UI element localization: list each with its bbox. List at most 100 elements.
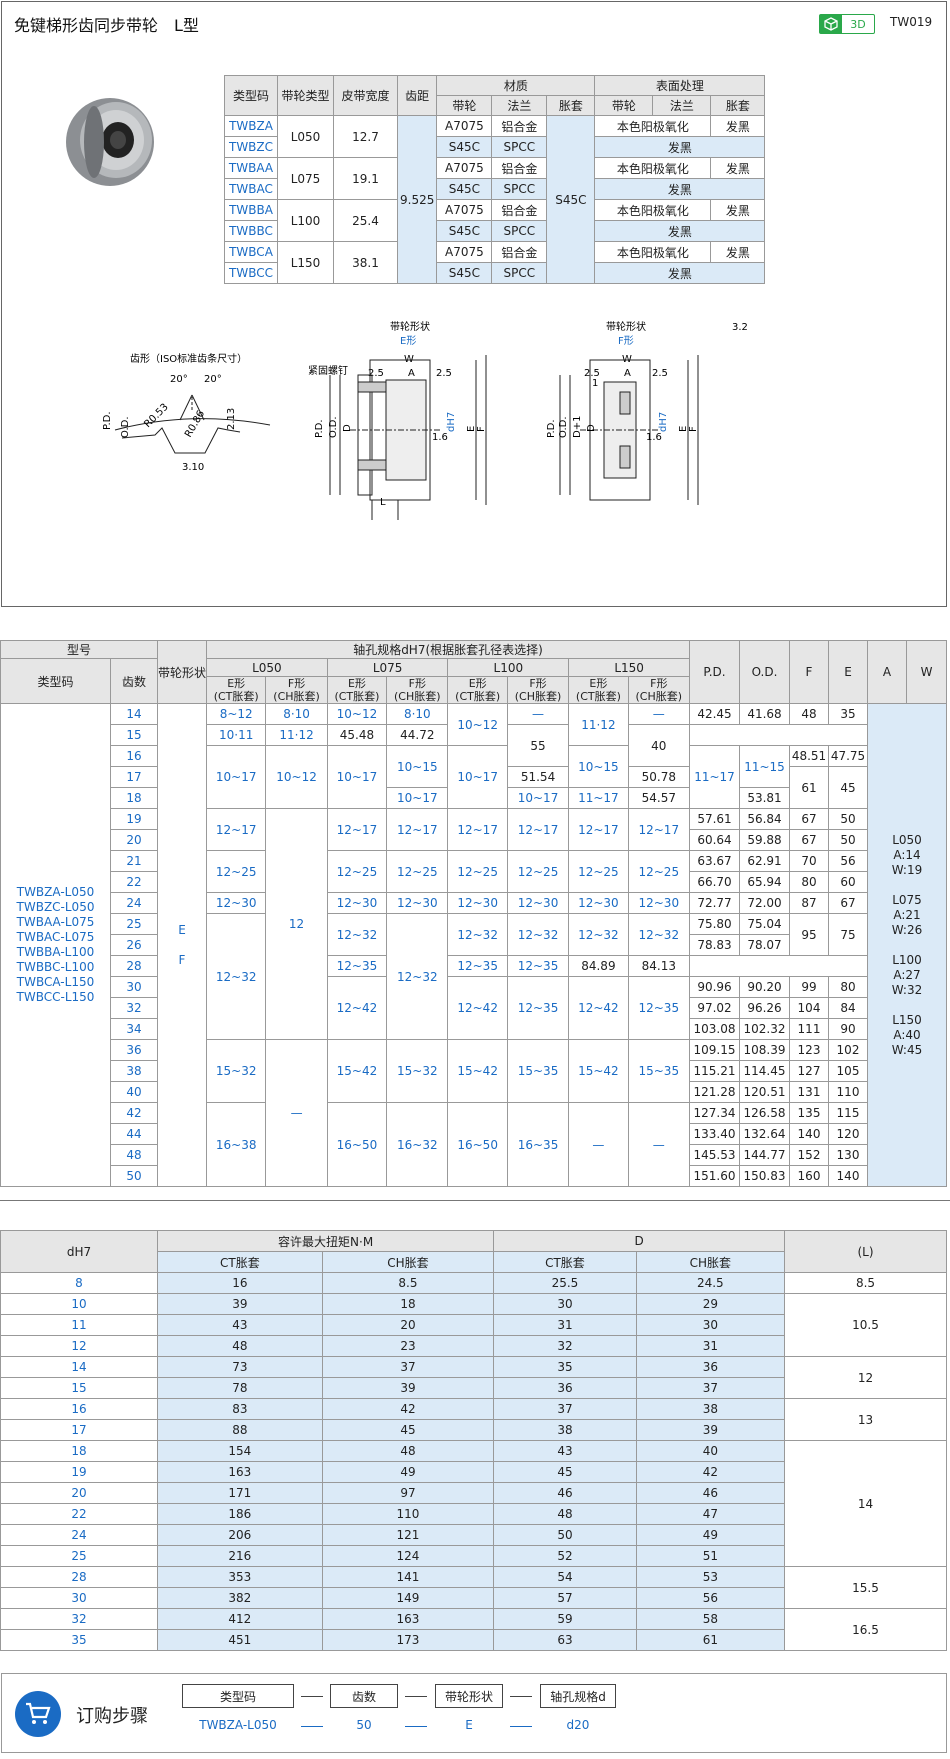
bore-d[interactable]: 12 [0, 1335, 158, 1357]
type-code[interactable]: TWBCC [224, 262, 278, 284]
torque-ch: 18 [321, 1293, 495, 1315]
bore-range: 16~50 [447, 1102, 508, 1187]
type-code[interactable]: TWBZA [224, 115, 278, 137]
type-code[interactable]: TWBCA [224, 241, 278, 263]
pd-value: 115.21 [689, 1060, 740, 1082]
e-subtitle: E形 [400, 335, 416, 347]
bore-d[interactable]: 18 [0, 1440, 158, 1462]
3d-badge[interactable]: 3D [819, 14, 875, 34]
bore-range: 12~17 [568, 808, 629, 851]
bore-d[interactable]: 30 [0, 1587, 158, 1609]
d-ch: 31 [635, 1335, 786, 1357]
t3-h-d: dH7 [0, 1230, 158, 1273]
bore-d[interactable]: 32 [0, 1608, 158, 1630]
bore-range: 12~42 [326, 976, 388, 1040]
value-bore: d20 [566, 1718, 590, 1732]
teeth-count[interactable]: 14 [110, 703, 158, 725]
teeth-count[interactable]: 26 [110, 934, 158, 956]
teeth-count[interactable]: 44 [110, 1123, 158, 1145]
bore-range: 12~42 [568, 976, 629, 1040]
type-code[interactable]: TWBBC [224, 220, 278, 242]
teeth-count[interactable]: 50 [110, 1165, 158, 1187]
f-value: 99 [789, 976, 829, 998]
h-g0: L050 [206, 658, 328, 677]
l-value: 12 [784, 1356, 947, 1399]
type-code[interactable]: TWBBA [224, 199, 278, 221]
teeth-count[interactable]: 40 [110, 1081, 158, 1103]
teeth-count[interactable]: 17 [110, 766, 158, 788]
teeth-count[interactable]: 24 [110, 892, 158, 914]
d-ch: 46 [635, 1482, 786, 1504]
torque-ct: 88 [157, 1419, 323, 1441]
dim-25a: 2.5 [368, 368, 384, 379]
mat-flange: SPCC [491, 178, 548, 200]
dim-d1-f: D+1 [572, 416, 583, 438]
f-value: 111 [789, 1018, 829, 1040]
bore-d[interactable]: 17 [0, 1419, 158, 1441]
dim-l: L [380, 497, 386, 508]
f-value: 140 [789, 1123, 829, 1145]
teeth-count[interactable]: 32 [110, 997, 158, 1019]
teeth-count[interactable]: 21 [110, 850, 158, 872]
bore-d[interactable]: 24 [0, 1524, 158, 1546]
bore-d[interactable]: 28 [0, 1566, 158, 1588]
mat-pulley: S45C [436, 262, 493, 284]
teeth-count[interactable]: 28 [110, 955, 158, 977]
dash [405, 1726, 427, 1727]
bore-d[interactable]: 14 [0, 1356, 158, 1378]
bore-d[interactable]: 25 [0, 1545, 158, 1567]
spec-table: 类型码 带轮类型 皮带宽度 齿距 材质 表面处理 带轮 法兰 胀套 带轮 法兰 … [224, 75, 766, 284]
bore-d[interactable]: 16 [0, 1398, 158, 1420]
d-ch: 39 [635, 1419, 786, 1441]
teeth-count[interactable]: 42 [110, 1102, 158, 1124]
type-code[interactable]: TWBAA [224, 157, 278, 179]
surf-pulley: 本色阳极氧化 [594, 115, 712, 137]
bore-d[interactable]: 35 [0, 1629, 158, 1651]
teeth-count[interactable]: 20 [110, 829, 158, 851]
d-ct: 57 [493, 1587, 637, 1609]
bore-d[interactable]: 15 [0, 1377, 158, 1399]
bore-d[interactable]: 11 [0, 1314, 158, 1336]
od-value: 75.04 [739, 913, 790, 935]
d-ch: 47 [635, 1503, 786, 1525]
e-value: 102 [828, 1039, 868, 1061]
teeth-count[interactable]: 48 [110, 1144, 158, 1166]
bore-d[interactable]: 8 [0, 1272, 158, 1294]
torque-ct: 216 [157, 1545, 323, 1567]
teeth-count[interactable]: 22 [110, 871, 158, 893]
torque-ct: 382 [157, 1587, 323, 1609]
dim-pd-e: P.D. [314, 419, 325, 438]
bore-range: 12~35 [447, 955, 508, 977]
type-code[interactable]: TWBZC [224, 136, 278, 158]
teeth-count[interactable]: 15 [110, 724, 158, 746]
od-value: 41.68 [739, 703, 790, 725]
d-ct: 35 [493, 1356, 637, 1378]
bore-d[interactable]: 19 [0, 1461, 158, 1483]
teeth-count[interactable]: 25 [110, 913, 158, 935]
bore-d[interactable]: 10 [0, 1293, 158, 1315]
pd-value: 45.48 [326, 724, 388, 746]
teeth-count[interactable]: 18 [110, 787, 158, 809]
step-bore: 轴孔规格d [540, 1684, 616, 1708]
d-ch: 51 [635, 1545, 786, 1567]
dash [301, 1726, 323, 1727]
teeth-count[interactable]: 38 [110, 1060, 158, 1082]
d-ch: 38 [635, 1398, 786, 1420]
teeth-count[interactable]: 36 [110, 1039, 158, 1061]
teeth-count[interactable]: 16 [110, 745, 158, 767]
type-code[interactable]: TWBAC [224, 178, 278, 200]
bore-d[interactable]: 20 [0, 1482, 158, 1504]
teeth-count[interactable]: 30 [110, 976, 158, 998]
bore-range: 12~32 [326, 913, 388, 956]
teeth-count[interactable]: 34 [110, 1018, 158, 1040]
od-value: 65.94 [739, 871, 790, 893]
pd-value: 72.77 [689, 892, 740, 914]
d-ct: 30 [493, 1293, 637, 1315]
mat-bush: S45C [546, 115, 596, 284]
e-value: 40 [627, 724, 691, 767]
label-od: O.D. [120, 416, 131, 438]
teeth-count[interactable]: 19 [110, 808, 158, 830]
bore-d[interactable]: 22 [0, 1503, 158, 1525]
